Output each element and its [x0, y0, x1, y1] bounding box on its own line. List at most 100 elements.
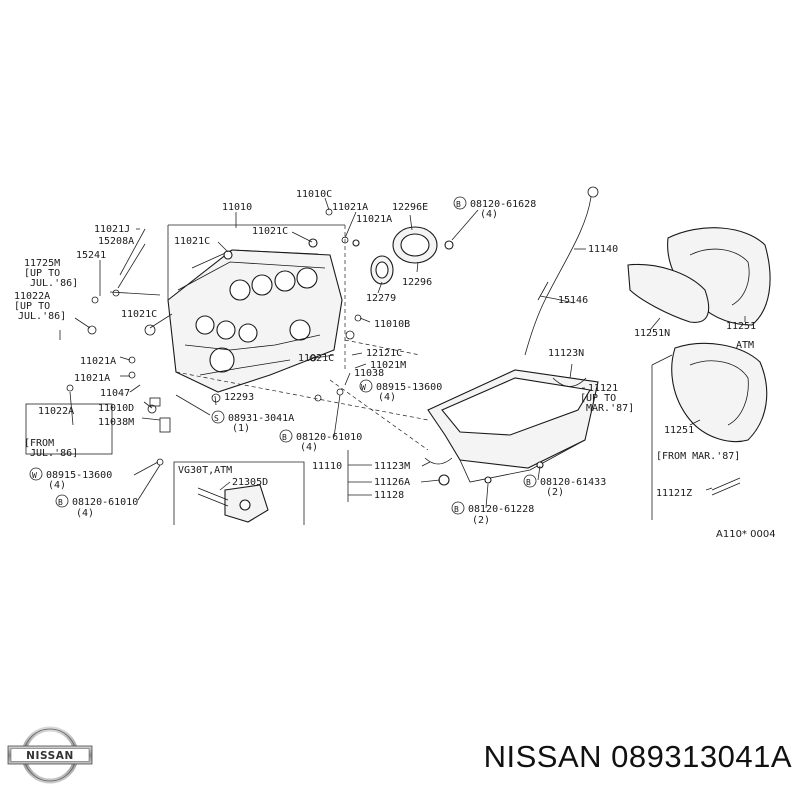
- label-21305d: 21305D: [232, 477, 268, 488]
- label-11022a-left: 11022A: [14, 291, 50, 302]
- rear-plate-lower: [671, 342, 768, 443]
- callout-08120-61010-left: B 08120-61010 (4): [55, 494, 138, 519]
- rear-plate-upper: [627, 227, 771, 326]
- label-11047: 11047: [100, 388, 130, 399]
- callout-08120-61228: B 08120-61228 (2): [451, 501, 534, 526]
- label-from-mar87: [FROM MAR.'87]: [656, 451, 740, 462]
- label-11021j: 11021J: [94, 224, 130, 235]
- diagram-code: A110* 0004: [716, 529, 776, 540]
- drain-plug: [438, 474, 450, 486]
- label-11121z: 11121Z: [656, 488, 692, 499]
- label-11251-lower: 11251: [664, 425, 694, 436]
- label-11123n: 11123N: [548, 348, 584, 359]
- label-11021c-top-left: 11021C: [174, 236, 210, 247]
- callout-08120-61433: B 08120-61433 (2): [523, 474, 606, 498]
- label-11022a-from: [FROM: [24, 438, 54, 449]
- svg-text:(4): (4): [300, 442, 318, 453]
- svg-text:B: B: [526, 478, 531, 487]
- label-11022a-jul: JUL.'86]: [18, 311, 66, 322]
- svg-text:08120-61433: 08120-61433: [540, 477, 606, 488]
- label-11021a-left-2: 11021A: [74, 373, 110, 384]
- svg-text:B: B: [454, 505, 459, 514]
- brand-footer: NISSAN NISSAN 089313041A: [0, 705, 800, 800]
- label-15146: 15146: [558, 295, 588, 306]
- label-atm: ATM: [736, 340, 754, 351]
- svg-text:(2): (2): [546, 487, 564, 498]
- label-12296e: 12296E: [392, 202, 428, 213]
- label-11010: 11010: [222, 202, 252, 213]
- label-11010c: 11010C: [296, 189, 332, 200]
- svg-text:(4): (4): [480, 209, 498, 220]
- callout-08120-61628: B 08120-61628 (4): [453, 196, 536, 220]
- page-title: NISSAN 089313041A: [483, 739, 792, 774]
- svg-text:08931-3041A: 08931-3041A: [228, 413, 294, 424]
- label-11021c-left: 11021C: [121, 309, 157, 320]
- label-11251n: 11251N: [634, 328, 670, 339]
- svg-text:NISSAN: NISSAN: [26, 750, 74, 762]
- oil-pan: [427, 369, 599, 484]
- label-11140: 11140: [588, 244, 618, 255]
- label-12279: 12279: [366, 293, 396, 304]
- label-12293: 12293: [224, 392, 254, 403]
- bearing-upper: [552, 377, 587, 387]
- svg-text:08120-61628: 08120-61628: [470, 199, 536, 210]
- label-11022a-box: 11022A: [38, 406, 74, 417]
- label-15208a: 15208A: [98, 236, 134, 247]
- label-11022a-from-jul: JUL.'86]: [30, 448, 78, 459]
- label-11021a-left-1: 11021A: [80, 356, 116, 367]
- svg-text:08120-61010: 08120-61010: [72, 497, 138, 508]
- label-12296: 12296: [402, 277, 432, 288]
- inset-box-11022a: [25, 403, 113, 455]
- svg-text:(2): (2): [472, 515, 490, 526]
- svg-text:(4): (4): [378, 392, 396, 403]
- callout-08915-13600-left: W 08915-13600 (4): [29, 467, 112, 491]
- svg-text:08120-61010: 08120-61010: [296, 432, 362, 443]
- svg-text:S: S: [214, 414, 219, 423]
- label-12121c: 12121C: [366, 348, 402, 359]
- label-11725m: 11725M: [24, 258, 60, 269]
- label-11128: 11128: [374, 490, 404, 501]
- label-11123m: 11123M: [374, 461, 410, 472]
- inset-box-vg30: [173, 461, 305, 525]
- svg-text:08120-61228: 08120-61228: [468, 504, 534, 515]
- svg-text:B: B: [58, 498, 63, 507]
- label-15241: 15241: [76, 250, 106, 261]
- label-11038m: 11038M: [98, 417, 134, 428]
- svg-text:B: B: [456, 200, 461, 209]
- svg-text:(1): (1): [232, 423, 250, 434]
- label-11022a-up: [UP TO: [14, 301, 50, 312]
- label-11121: 11121: [588, 383, 618, 394]
- svg-text:(4): (4): [48, 480, 66, 491]
- label-11021a-top: 11021A: [332, 202, 368, 213]
- vg30-turbo-oil-fitting: [197, 484, 269, 523]
- label-11725m-up: [UP TO: [24, 268, 60, 279]
- bearing-lower: [424, 457, 453, 465]
- label-11121-mar: MAR.'87]: [586, 403, 634, 414]
- label-11038: 11038: [354, 368, 384, 379]
- svg-text:W: W: [32, 471, 37, 480]
- label-11021c-mid: 11021C: [298, 353, 334, 364]
- label-11110: 11110: [312, 461, 342, 472]
- label-11021a-top-2: 11021A: [356, 214, 392, 225]
- svg-text:B: B: [282, 433, 287, 442]
- callout-08931-3041a: S 08931-3041A (1): [211, 410, 294, 434]
- label-vg30t-atm: VG30T,ATM: [178, 465, 232, 476]
- label-11121-up: [UP TO: [580, 393, 616, 404]
- label-11021c-top: 11021C: [252, 226, 288, 237]
- label-11010b: 11010B: [374, 319, 410, 330]
- label-11251-atm: 11251: [726, 321, 756, 332]
- leader-lines: [59, 197, 746, 520]
- nissan-logo-icon: NISSAN: [6, 725, 94, 785]
- label-11126a: 11126A: [374, 477, 410, 488]
- svg-text:W: W: [361, 383, 366, 392]
- label-11725m-jul: JUL.'86]: [30, 278, 78, 289]
- svg-text:08915-13600: 08915-13600: [376, 382, 442, 393]
- callout-08120-61010-mid: B 08120-61010 (4): [279, 429, 362, 453]
- dipstick: [524, 186, 599, 356]
- svg-text:08915-13600: 08915-13600: [46, 470, 112, 481]
- rear-seal-retainer: [352, 226, 454, 285]
- label-11010d: 11010D: [98, 403, 134, 414]
- label-11021m: 11021M: [370, 360, 406, 371]
- dowel-pin: [711, 477, 741, 496]
